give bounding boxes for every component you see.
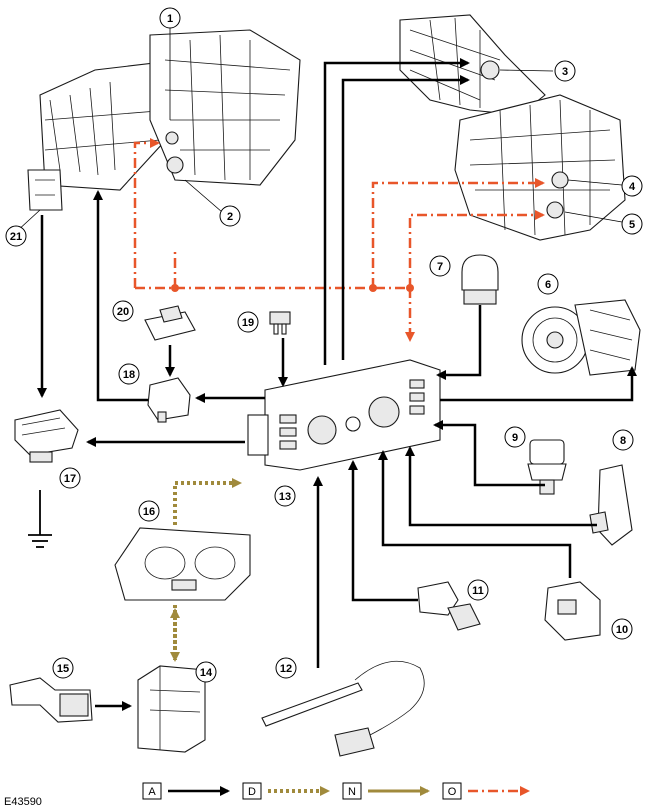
orange-bus-lines (133, 138, 545, 342)
svg-text:9: 9 (512, 432, 518, 444)
svg-text:21: 21 (10, 231, 22, 243)
callout-17: 17 (59, 467, 81, 489)
upper-right-hvac-housing (399, 14, 546, 116)
svg-text:3: 3 (562, 66, 568, 78)
component-16-instrument-cluster (114, 527, 251, 601)
callout-3: 3 (554, 60, 576, 82)
callout-15: 15 (52, 657, 74, 679)
svg-text:A: A (148, 786, 156, 798)
component-13-control-panel (247, 359, 441, 471)
callout-14: 14 (195, 661, 217, 683)
svg-text:17: 17 (64, 473, 76, 485)
legend-item-o: O (442, 782, 530, 800)
component-9-pressure-sensor (527, 439, 567, 495)
callout-18: 18 (118, 363, 140, 385)
callout-5: 5 (621, 213, 643, 235)
svg-text:8: 8 (620, 435, 626, 447)
legend-item-a: A (142, 782, 230, 800)
svg-text:16: 16 (143, 506, 155, 518)
svg-text:19: 19 (242, 317, 254, 329)
svg-text:18: 18 (123, 369, 135, 381)
svg-text:10: 10 (616, 624, 628, 636)
component-10-switch (544, 581, 601, 641)
component-12-temperature-probe (261, 660, 425, 757)
diagram-reference: E43590 (4, 796, 42, 808)
svg-text:5: 5 (629, 219, 635, 231)
svg-text:7: 7 (437, 261, 443, 273)
callout-7: 7 (429, 255, 451, 277)
svg-text:4: 4 (629, 181, 636, 193)
legend: A D N O (142, 782, 530, 800)
svg-text:12: 12 (280, 663, 292, 675)
callout-6: 6 (537, 273, 559, 295)
component-7-sensor (461, 254, 499, 305)
component-18-relay (147, 377, 191, 423)
component-17-blower-motor (14, 409, 79, 463)
component-19-fuse (269, 311, 291, 335)
svg-text:6: 6 (545, 279, 551, 291)
component-14-control-module (137, 665, 206, 753)
callout-4: 4 (621, 175, 643, 197)
component-11-connector (417, 581, 481, 631)
component-20-shunt (144, 305, 196, 341)
svg-text:D: D (248, 786, 256, 798)
callout-11: 11 (467, 579, 489, 601)
component-15-sensor (9, 677, 93, 723)
svg-text:20: 20 (117, 306, 129, 318)
svg-text:1: 1 (167, 13, 173, 25)
callout-21: 21 (5, 225, 27, 247)
svg-text:14: 14 (200, 667, 213, 679)
callout-19: 19 (237, 311, 259, 333)
svg-text:N: N (348, 786, 356, 798)
orange-junction-dots (171, 284, 414, 292)
callout-13: 13 (274, 485, 296, 507)
left-hvac-housing (27, 29, 301, 211)
legend-item-d: D (242, 782, 330, 800)
component-6-compressor (521, 299, 641, 376)
callout-8: 8 (612, 429, 634, 451)
lower-right-hvac-housing (454, 94, 626, 241)
ground-symbol (28, 490, 52, 548)
svg-text:2: 2 (227, 211, 233, 223)
component-8-sensor (589, 464, 633, 546)
black-wire-lines (37, 58, 637, 711)
callout-9: 9 (504, 426, 526, 448)
svg-text:11: 11 (472, 585, 484, 597)
svg-text:O: O (448, 786, 457, 798)
callout-1: 1 (159, 7, 181, 29)
svg-text:13: 13 (279, 491, 291, 503)
legend-item-n: N (342, 782, 430, 800)
callout-2: 2 (219, 205, 241, 227)
gold-can-lines (170, 478, 242, 662)
callout-20: 20 (112, 300, 134, 322)
callout-10: 10 (611, 618, 633, 640)
svg-text:15: 15 (57, 663, 69, 675)
callout-12: 12 (275, 657, 297, 679)
callout-16: 16 (138, 500, 160, 522)
